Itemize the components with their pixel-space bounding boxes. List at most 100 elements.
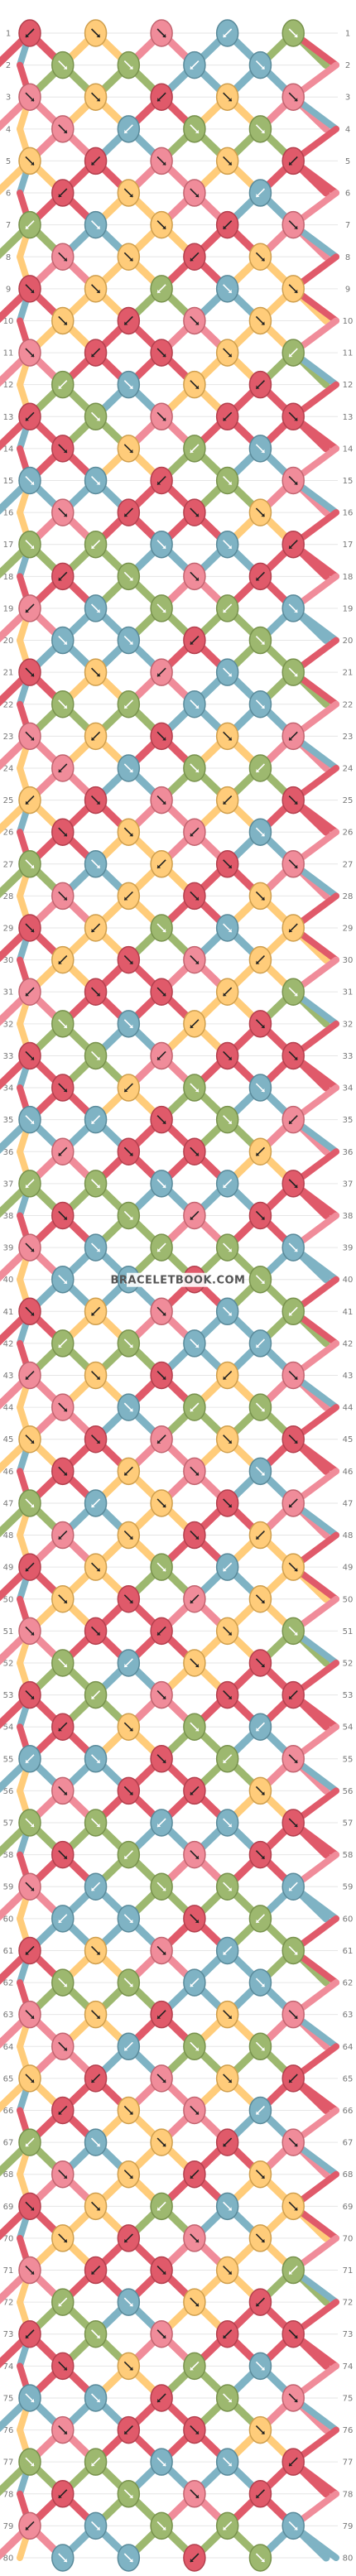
knot — [51, 2480, 75, 2508]
arrow-head-icon — [190, 257, 194, 262]
arrow-head-icon — [162, 1887, 166, 1891]
knot — [215, 978, 239, 1006]
knot — [51, 435, 75, 463]
row-number-left: 40 — [3, 1276, 14, 1285]
arrow-head-icon — [96, 1184, 100, 1188]
row-number-left: 43 — [3, 1372, 14, 1381]
row-number-left: 76 — [3, 2426, 14, 2435]
row-number-right: 77 — [343, 2458, 354, 2468]
arrow-head-icon — [195, 385, 199, 389]
knot — [18, 83, 41, 111]
knot — [248, 945, 272, 974]
arrow-head-icon — [289, 2079, 293, 2083]
knot — [183, 818, 206, 846]
knot — [281, 1105, 305, 1134]
row-number-right: 18 — [343, 573, 354, 582]
row-number-left: 11 — [3, 349, 14, 358]
knot — [281, 658, 305, 686]
knot — [183, 1137, 206, 1166]
knot — [248, 50, 272, 79]
arrow-head-icon — [63, 1024, 67, 1028]
knot — [117, 1457, 141, 1486]
knot — [150, 83, 173, 111]
arrow-head-icon — [294, 1248, 298, 1252]
knot — [150, 1936, 173, 1965]
row-number-left: 15 — [3, 477, 14, 486]
row-number-left: 5 — [6, 157, 11, 166]
row-number-right: 20 — [343, 637, 354, 646]
arrow-head-icon — [261, 1280, 265, 1284]
knot — [248, 1968, 272, 1997]
knot — [84, 2000, 108, 2029]
arrow-head-icon — [129, 1983, 133, 1987]
knot — [18, 530, 41, 559]
knot — [117, 882, 141, 911]
knot — [84, 466, 108, 495]
row-number-right: 32 — [343, 1020, 354, 1029]
knot — [183, 1713, 206, 1741]
arrow-head-icon — [190, 65, 194, 70]
knot — [18, 1489, 41, 1517]
knot — [84, 19, 108, 47]
knot — [281, 1041, 305, 1070]
knot — [281, 2319, 305, 2348]
arrow-head-icon — [58, 385, 62, 389]
arrow-head-icon — [26, 1951, 29, 1955]
knot — [215, 402, 239, 431]
row-number-left: 65 — [3, 2074, 14, 2083]
knot — [248, 1585, 272, 1613]
arrow-head-icon — [261, 129, 265, 133]
knot — [150, 1553, 173, 1581]
arrow-head-icon — [195, 1919, 199, 1923]
row-number-left: 29 — [3, 925, 14, 934]
arrow-head-icon — [195, 2494, 199, 2498]
knot — [215, 1170, 239, 1198]
knot — [248, 306, 272, 335]
arrow-head-icon — [96, 1376, 100, 1380]
knot — [51, 2544, 75, 2572]
knot — [215, 147, 239, 175]
arrow-head-icon — [124, 1089, 128, 1093]
arrow-head-icon — [96, 1439, 100, 1444]
knot — [281, 339, 305, 367]
arrow-head-icon — [63, 2047, 67, 2051]
knot — [215, 850, 239, 878]
knot — [183, 690, 206, 718]
knot — [51, 2096, 75, 2125]
arrow-head-icon — [162, 161, 166, 166]
knot — [183, 179, 206, 207]
arrow-head-icon — [294, 481, 298, 485]
arrow-head-icon — [294, 2334, 298, 2338]
arrow-head-icon — [256, 194, 260, 198]
row-number-right: 37 — [343, 1180, 354, 1189]
knot — [248, 1840, 272, 1869]
knot — [281, 2064, 305, 2093]
arrow-head-icon — [91, 1503, 95, 1507]
knot — [281, 786, 305, 815]
row-number-left: 33 — [3, 1052, 14, 1061]
arrow-head-icon — [31, 2398, 34, 2402]
arrow-head-icon — [96, 1759, 100, 1763]
knot — [150, 2192, 173, 2221]
arrow-head-icon — [157, 1824, 161, 1828]
arrow-head-icon — [261, 896, 265, 901]
arrow-head-icon — [223, 2334, 227, 2338]
knot — [18, 1361, 41, 1390]
arrow-head-icon — [228, 161, 232, 166]
knot — [281, 466, 305, 495]
arrow-head-icon — [63, 896, 67, 901]
watermark-text: BRACELETBOOK.COM — [111, 1275, 246, 1287]
row-number-left: 14 — [3, 445, 14, 454]
knot — [150, 722, 173, 751]
arrow-head-icon — [195, 2238, 199, 2242]
knot — [84, 2384, 108, 2412]
arrow-head-icon — [261, 2175, 265, 2179]
knot — [84, 722, 108, 751]
knot — [150, 850, 173, 878]
arrow-head-icon — [195, 1472, 199, 1476]
arrow-head-icon — [31, 2015, 34, 2019]
knot — [18, 1809, 41, 1837]
knot — [281, 2000, 305, 2029]
knot — [18, 722, 41, 751]
knot — [215, 2192, 239, 2221]
